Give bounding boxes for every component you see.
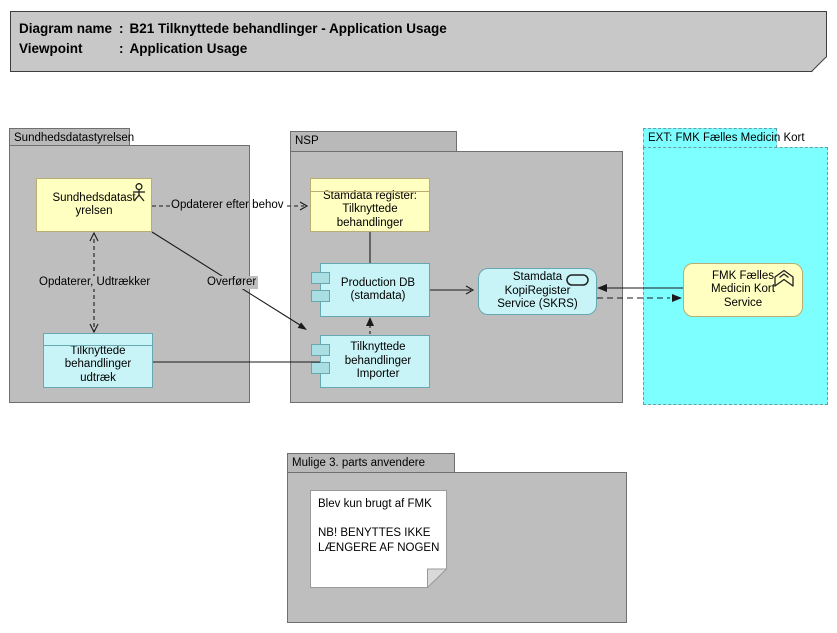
component-icon <box>311 290 330 302</box>
edge-label-opdaterer-udtraekker: Opdaterer, Udtrækker <box>37 276 153 289</box>
node-stamdata-register[interactable]: Stamdata register: Tilknyttede behandlin… <box>310 178 430 232</box>
actor-icon <box>133 183 145 202</box>
viewpoint-separator: : <box>119 41 124 56</box>
title-separator: : <box>119 21 124 36</box>
object-top-band <box>311 179 429 192</box>
node-sundhedsdatastyrelsen-actor[interactable]: Sundhedsdatast yrelsen <box>36 178 152 232</box>
component-icon <box>311 362 330 374</box>
note-text: Blev kun brugt af FMK NB! BENYTTES IKKE … <box>318 498 440 554</box>
group-tab-nsp[interactable]: NSP <box>290 131 457 152</box>
chevron-badge-icon <box>774 269 794 287</box>
node-label: Sundhedsdatast yrelsen <box>52 191 136 218</box>
node-tilknyttede-behandlinger-udtraek[interactable]: Tilknyttede behandlinger udtræk <box>43 333 153 388</box>
title-corner-cut <box>812 57 827 72</box>
node-label: Tilknyttede behandlinger Importer <box>344 341 412 381</box>
note-blev-kun-brugt[interactable]: Blev kun brugt af FMK NB! BENYTTES IKKE … <box>310 490 448 589</box>
title-row-diagram-name: Diagram name: B21 Tilknyttede behandlinge… <box>11 12 826 38</box>
group-label: EXT: FMK Fælles Medicin Kort <box>648 132 805 144</box>
viewpoint-value: Application Usage <box>129 41 248 56</box>
note-shape <box>310 490 448 589</box>
application-service-icon <box>566 274 589 286</box>
node-tilknyttede-behandlinger-importer[interactable]: Tilknyttede behandlinger Importer <box>311 335 430 388</box>
edge-label-overfoerer: Overfører <box>205 276 259 289</box>
title-label: Diagram name <box>19 21 113 36</box>
title-row-viewpoint: Viewpoint: Application Usage <box>11 38 826 58</box>
node-production-db[interactable]: Production DB (stamdata) <box>311 263 430 317</box>
group-tab-ext-fmk[interactable]: EXT: FMK Fælles Medicin Kort <box>643 128 805 148</box>
component-icon <box>311 272 330 284</box>
group-label: NSP <box>295 135 319 147</box>
node-label: Stamdata register: Tilknyttede behandlin… <box>323 189 417 229</box>
node-label: Stamdata KopiRegister Service (SKRS) <box>497 271 578 311</box>
group-label: Sundhedsdatastyrelsen <box>14 132 135 144</box>
viewpoint-label: Viewpoint <box>19 41 83 56</box>
node-stamdata-kopiregister-service[interactable]: Stamdata KopiRegister Service (SKRS) <box>478 268 597 315</box>
group-label: Mulige 3. parts anvendere <box>292 457 425 469</box>
node-label: Tilknyttede behandlinger udtræk <box>64 344 132 384</box>
node-label: Production DB (stamdata) <box>340 276 416 303</box>
node-fmk-faelles-medicin-kort-service[interactable]: FMK Fælles Medicin Kort Service <box>683 263 803 317</box>
diagram-title-note[interactable]: Diagram name: B21 Tilknyttede behandlinge… <box>10 11 827 73</box>
node-label: FMK Fælles Medicin Kort Service <box>711 269 775 309</box>
group-tab-mulige-3-parts[interactable]: Mulige 3. parts anvendere <box>287 453 455 473</box>
edge-label-opdaterer-efter-behov: Opdaterer efter behov <box>171 199 284 211</box>
object-top-band <box>44 334 152 346</box>
group-tab-sundhedsdatastyrelsen[interactable]: Sundhedsdatastyrelsen <box>9 128 134 146</box>
title-value: B21 Tilknyttede behandlinger - Applicati… <box>129 21 447 36</box>
component-icon <box>311 344 330 356</box>
